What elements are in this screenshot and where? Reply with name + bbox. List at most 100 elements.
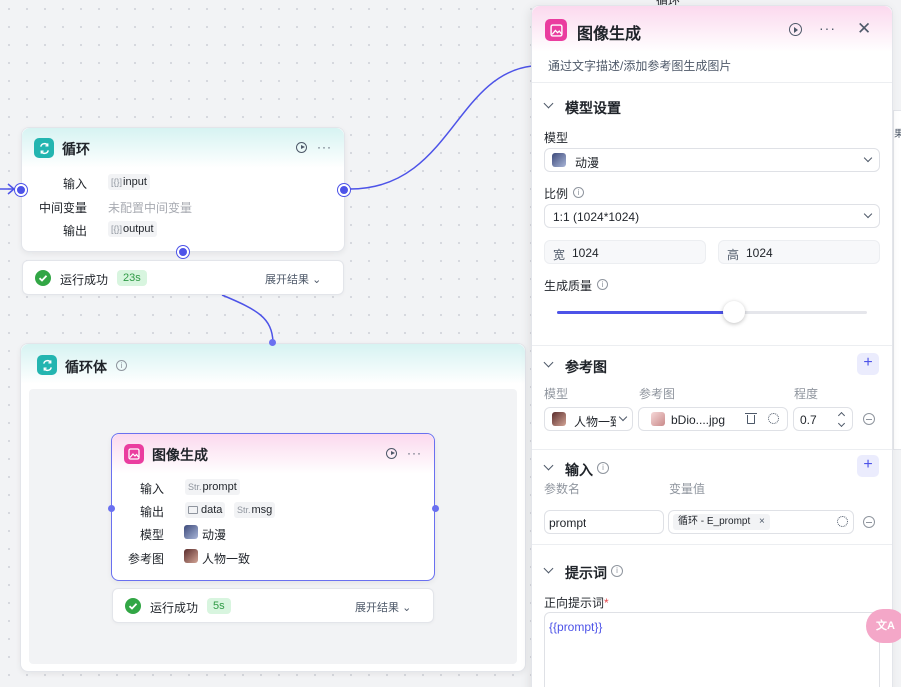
model-settings-title: 模型设置 [565,100,621,116]
loop-icon [34,138,54,158]
ref-col-degree: 程度 [794,387,819,401]
loop-var-empty: 未配置中间变量 [108,201,193,215]
image-model-label: 模型 [139,528,164,542]
more-icon[interactable]: ··· [407,446,422,460]
chevron-down-icon: ⌄ [312,274,322,286]
input-col-value: 变量值 [669,482,706,496]
background-node-peek: 循环 [656,0,681,8]
trash-icon[interactable] [747,415,755,424]
quality-slider[interactable] [557,301,867,323]
loop-icon [37,355,57,375]
run-icon[interactable] [296,142,307,153]
ref-avatar [184,549,198,563]
info-icon: i [597,462,609,474]
run-icon[interactable] [386,448,397,459]
image-input-tag: Str.prompt [185,479,240,495]
width-input[interactable]: 宽 1024 [544,240,706,264]
panel-description: 通过文字描述/添加参考图生成图片 [548,59,732,73]
image-output-tag-msg: Str.msg [234,502,276,518]
chevron-down-icon[interactable] [543,563,554,574]
more-icon[interactable]: ··· [317,140,332,154]
chevron-down-icon[interactable] [543,357,554,368]
image-output-port[interactable] [432,505,439,512]
image-gen-settings-panel: 图像生成 ··· ✕ 通过文字描述/添加参考图生成图片 模型设置 模型 动漫 比… [531,5,893,687]
info-icon: i [116,360,127,371]
image-gen-node[interactable]: 图像生成 ··· 输入 Str.prompt 输出 data Str.msg 模… [111,433,435,581]
stepper-up-icon[interactable] [837,411,846,420]
image-ref-value: 人物一致 [202,552,251,566]
loop-output-label: 输出 [62,224,87,238]
ref-image-field[interactable]: bDio....jpg [638,407,788,431]
chevron-down-icon [618,412,628,422]
add-input-button[interactable]: + [857,455,879,477]
chevron-down-icon [863,153,873,163]
success-icon [125,598,141,614]
expand-results-button[interactable]: 展开结果 ⌄ [265,274,322,286]
time-badge: 5s [207,598,231,614]
param-name-input[interactable]: prompt [544,510,664,534]
model-select[interactable]: 动漫 [544,148,880,172]
ref-degree-input[interactable]: 0.7 [793,407,853,431]
ref-col-model: 模型 [544,387,569,401]
translate-float-button[interactable]: 文A [866,609,901,643]
loop-body-title: 循环体 [65,359,107,375]
ref-model-select[interactable]: 人物一致 [544,407,633,431]
loop-status-bar: 运行成功 23s 展开结果 ⌄ [22,260,344,295]
image-icon [545,19,567,41]
model-avatar [552,153,566,167]
status-text: 运行成功 [60,273,109,287]
positive-prompt-editor[interactable]: {{prompt}} [544,612,880,687]
run-icon[interactable] [789,23,802,36]
add-reference-button[interactable]: + [857,353,879,375]
close-icon[interactable]: ✕ [857,19,872,38]
success-icon [35,270,51,286]
chevron-down-icon[interactable] [543,460,554,471]
model-label: 模型 [544,131,569,145]
stepper-down-icon[interactable] [837,419,846,428]
image-ref-label: 参考图 [127,552,164,566]
loop-output-tag: [{}]output [108,221,157,237]
background-node-right: 果 [893,110,901,450]
loop-node[interactable]: 循环 ··· 输入 [{}]input 中间变量 未配置中间变量 输出 [{}]… [21,127,345,252]
image-gen-title: 图像生成 [152,447,208,463]
image-thumbnail [651,412,665,426]
reference-title: 参考图 [565,359,607,375]
variable-value-select[interactable]: 循环 - E_prompt × [668,510,854,534]
height-input[interactable]: 高 1024 [718,240,880,264]
settings-icon[interactable] [768,413,779,424]
loop-input-tag: [{}]input [108,174,150,190]
info-icon: i [611,565,623,577]
variable-chip: 循环 - E_prompt × [673,514,770,530]
loop-body-port[interactable] [177,246,189,258]
status-text: 运行成功 [150,601,199,615]
inputs-title: 输入 [565,462,593,478]
more-icon[interactable]: ··· [819,20,836,36]
image-type-icon [188,506,198,514]
image-icon [124,444,144,464]
expand-results-button[interactable]: 展开结果 ⌄ [355,602,412,614]
input-col-param: 参数名 [544,482,581,496]
translate-icon: 文A [876,620,895,632]
remove-chip-icon[interactable]: × [759,516,765,527]
panel-title: 图像生成 [577,26,642,43]
remove-input-icon[interactable] [863,516,875,528]
ratio-select[interactable]: 1:1 (1024*1024) [544,204,880,228]
info-icon: i [597,279,608,290]
remove-reference-icon[interactable] [863,413,875,425]
loop-input-port[interactable] [15,184,27,196]
quality-label: 生成质量 [544,279,593,293]
ratio-label: 比例 [544,187,569,201]
chevron-down-icon[interactable] [543,98,554,109]
time-badge: 23s [117,270,147,286]
ref-col-image: 参考图 [639,387,676,401]
image-input-port[interactable] [108,505,115,512]
slider-thumb[interactable] [722,301,745,323]
loop-output-port[interactable] [338,184,350,196]
chevron-down-icon [863,209,873,219]
loop-node-title: 循环 [62,141,90,157]
model-avatar [184,525,198,539]
image-output-tag-data: data [185,502,226,518]
settings-icon[interactable] [837,516,848,527]
loop-body-top-port[interactable] [269,339,276,346]
image-output-label: 输出 [139,505,164,519]
